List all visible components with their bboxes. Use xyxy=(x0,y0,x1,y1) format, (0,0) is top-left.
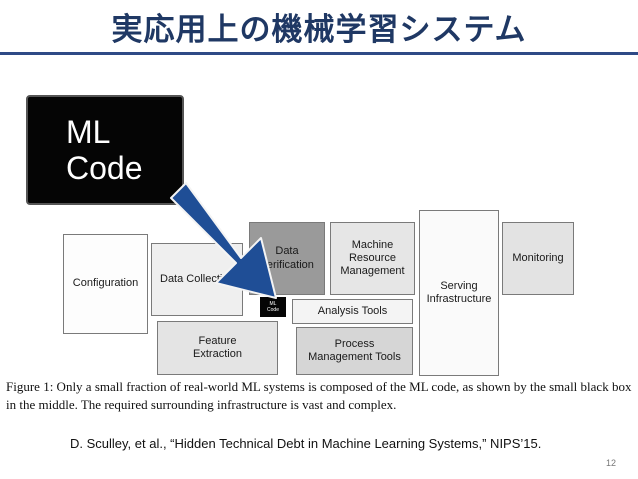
ml-code-large-box: ML Code xyxy=(26,95,184,205)
process-management-tools-box: Process Management Tools xyxy=(296,327,413,375)
configuration-box: Configuration xyxy=(63,234,148,334)
slide-title: 実応用上の機械学習システム xyxy=(111,12,527,48)
citation: D. Sculley, et al., “Hidden Technical De… xyxy=(70,436,542,451)
arrow-down-right-shape xyxy=(170,182,277,299)
monitoring-box: Monitoring xyxy=(502,222,574,295)
machine-resource-management-box: Machine Resource Management xyxy=(330,222,415,295)
serving-infrastructure-box: Serving Infrastructure xyxy=(419,210,499,376)
analysis-tools-box: Analysis Tools xyxy=(292,299,413,324)
feature-extraction-box: Feature Extraction xyxy=(157,321,278,375)
page-number: 12 xyxy=(605,458,616,468)
figure-caption: Figure 1: Only a small fraction of real-… xyxy=(6,379,632,412)
title-underline xyxy=(0,52,638,55)
ml-code-small-box: ML Code xyxy=(260,297,286,317)
